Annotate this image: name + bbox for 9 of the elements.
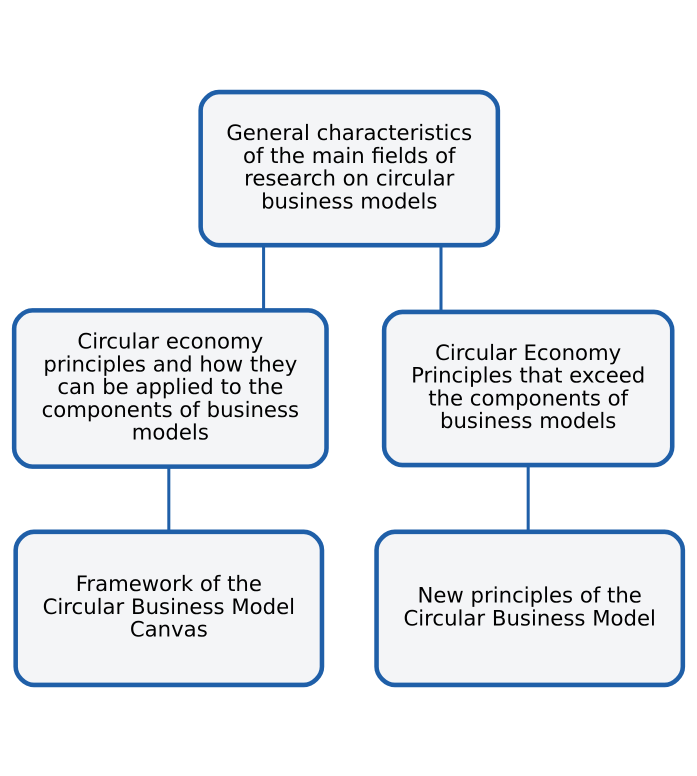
connector xyxy=(526,464,530,531)
connector xyxy=(262,245,266,310)
node-box: Framework of the Circular Business Model Canvas xyxy=(13,529,324,687)
connector xyxy=(167,466,170,531)
node-box: Circular Economy Principles that exceed the components of business models xyxy=(382,309,674,467)
connector xyxy=(439,245,443,311)
node-box: New principles of the Circular Business Model xyxy=(374,529,686,687)
node-box: Circular economy principles and how they can be applied to the components of business models xyxy=(12,308,329,468)
node-box: General characteristics of the main fields of research on circular business models xyxy=(198,89,500,247)
